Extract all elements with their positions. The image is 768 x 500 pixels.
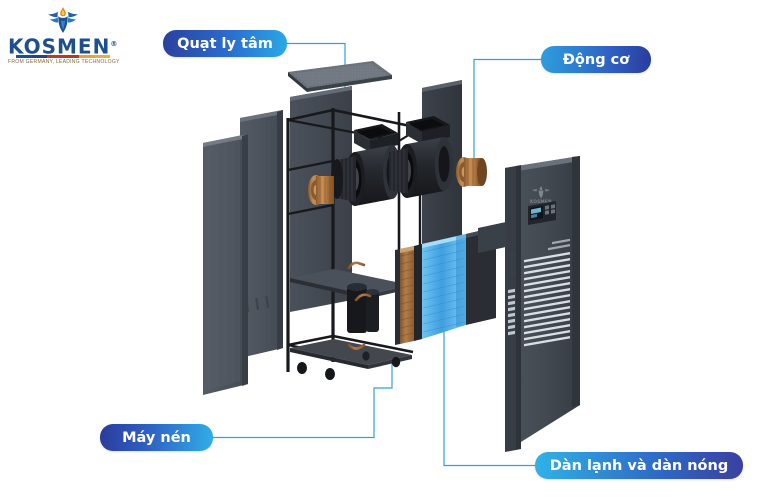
part-top-cover-panel bbox=[288, 61, 392, 92]
ventilation-louvers-upper-left bbox=[509, 252, 515, 276]
part-coil-end-plate bbox=[395, 244, 422, 345]
part-left-side-panel bbox=[203, 134, 248, 395]
part-rear-bracket bbox=[478, 222, 506, 253]
brand-logo: KOSMEN® FROM GERMANY, LEADING TECHNOLOGY bbox=[8, 6, 120, 70]
part-electric-motor bbox=[308, 157, 487, 205]
part-condenser-coil bbox=[400, 246, 414, 344]
ventilation-louvers-main bbox=[524, 252, 570, 347]
part-fan-outlet-duct bbox=[354, 116, 450, 152]
svg-text:KOSMEN: KOSMEN bbox=[530, 199, 552, 204]
callout-motor[interactable]: Động cơ bbox=[541, 46, 651, 73]
ventilation-louvers-left bbox=[508, 288, 515, 336]
callout-compressor[interactable]: Máy nén bbox=[100, 424, 213, 451]
leader-line-compressor bbox=[213, 400, 375, 439]
brand-rule bbox=[16, 55, 111, 58]
ventilation-louvers-short bbox=[548, 238, 570, 251]
leader-line-coils bbox=[443, 305, 535, 467]
part-refrigerant-copper-piping bbox=[347, 261, 381, 354]
leader-line-motor bbox=[473, 58, 541, 175]
control-display-icon[interactable] bbox=[528, 201, 556, 225]
callout-coils[interactable]: Dàn lạnh và dàn nóng bbox=[535, 452, 743, 479]
front-panel-logo-icon: KOSMEN bbox=[530, 186, 552, 204]
part-inner-left-panel bbox=[240, 110, 283, 358]
callout-fan[interactable]: Quạt ly tâm bbox=[163, 30, 287, 57]
part-caster-wheels bbox=[297, 351, 401, 380]
leader-line-compressor-branch bbox=[373, 355, 393, 400]
eagle-wings-flame-icon bbox=[48, 7, 78, 33]
part-evaporator-coil bbox=[422, 234, 466, 339]
part-front-door-panel: KOSMEN bbox=[505, 156, 580, 452]
part-centrifugal-fan-blower bbox=[331, 137, 453, 206]
brand-wordmark: KOSMEN® bbox=[8, 34, 119, 59]
brand-tagline: FROM GERMANY, LEADING TECHNOLOGY bbox=[8, 59, 120, 65]
